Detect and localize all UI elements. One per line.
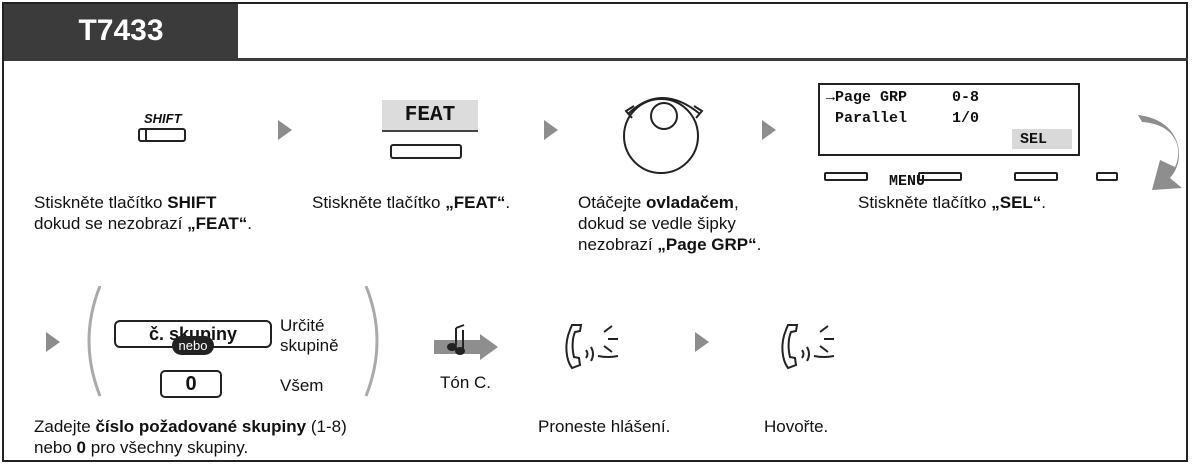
shift-key-label: SHIFT [144, 111, 182, 126]
lcd-line-2: Parallel 1/0 [826, 110, 980, 127]
step2-caption: Stiskněte tlačítko „FEAT“. [312, 193, 511, 212]
music-note-arrow-icon [434, 324, 498, 360]
lcd-sel-text: SEL [1020, 131, 1048, 148]
step4-caption: Stiskněte tlačítko „SEL“. [858, 193, 1047, 212]
soft-key-4 [1096, 172, 1118, 181]
soft-key-2 [918, 172, 962, 181]
zero-side-label: Všem [280, 376, 324, 395]
feat-key-label: FEAT [382, 100, 478, 132]
step1-caption: Stiskněte tlačítko SHIFT dokud se nezobr… [34, 193, 252, 233]
or-badge: nebo [172, 336, 214, 355]
input-caption: Zadejte číslo požadované skupiny (1-8) n… [34, 417, 347, 457]
talk-caption: Hovořte. [764, 417, 829, 436]
lcd-sel-highlight [1012, 129, 1072, 149]
feat-key-icon [390, 144, 462, 159]
soft-key-3 [1014, 172, 1058, 181]
lcd-line-1: →Page GRP 0-8 [826, 89, 980, 106]
zero-key: 0 [160, 370, 222, 398]
step-arrow-1 [278, 120, 292, 140]
soft-key-1 [824, 172, 868, 181]
step-arrow-2 [544, 120, 558, 140]
bracket-icon [87, 286, 379, 397]
jog-dial-icon [623, 97, 704, 174]
model-name: T7433 [78, 14, 164, 47]
tone-caption: Tón C. [440, 373, 492, 392]
step3-caption: Otáčejte ovladačem, dokud se vedle šipky… [578, 193, 762, 254]
step-arrow-5 [695, 332, 709, 352]
group-side-label: Určité skupině [280, 316, 339, 355]
announce-caption: Proneste hlášení. [538, 417, 671, 436]
handset-talk-icon [781, 324, 835, 370]
model-tab: T7433 [4, 4, 238, 58]
lcd-display: →Page GRP 0-8 Parallel 1/0 MENU SEL [818, 83, 1080, 190]
shift-key-icon [138, 128, 186, 142]
repeat-arrow-icon [1138, 115, 1182, 190]
lcd-line-3: MENU SEL [826, 129, 1078, 190]
lcd-menu-text: MENU [880, 173, 926, 190]
model-rule [4, 58, 1188, 61]
handset-announce-icon [565, 324, 619, 370]
step-arrow-4 [46, 332, 60, 352]
step-arrow-3 [762, 120, 776, 140]
